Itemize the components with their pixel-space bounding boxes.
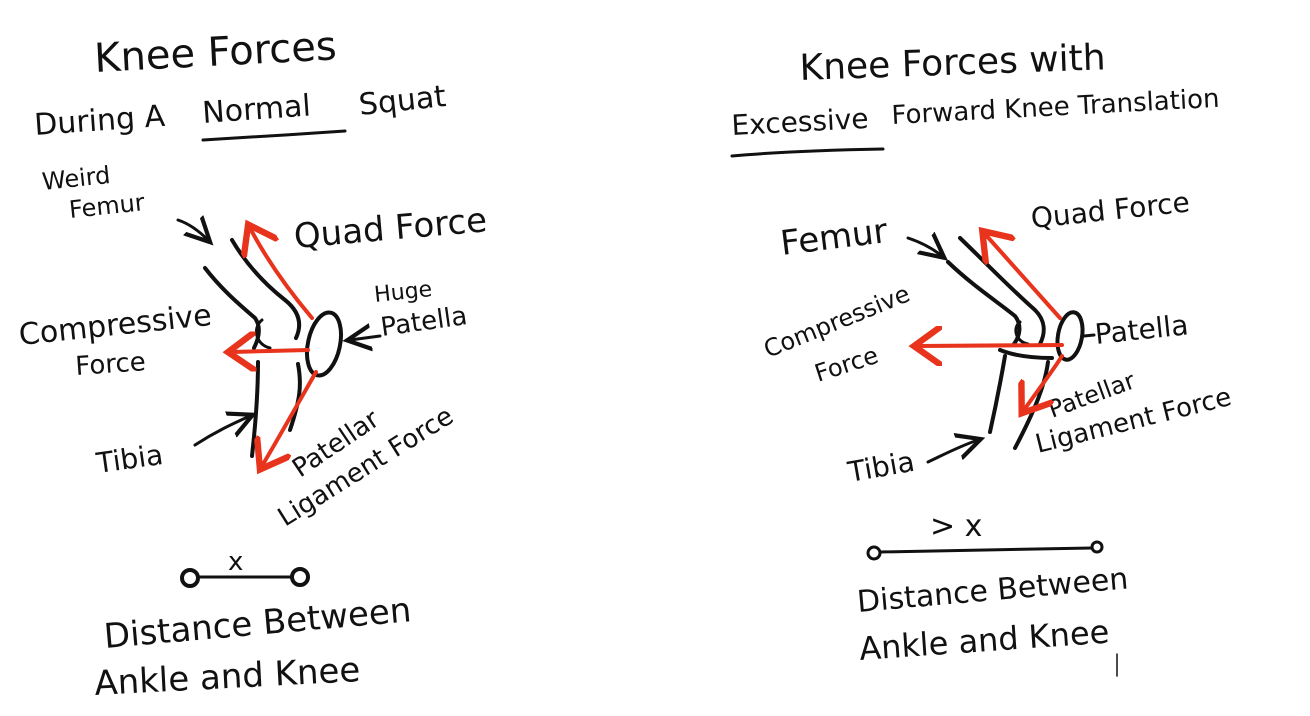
right-label-quad-force: Quad Force bbox=[1029, 185, 1191, 234]
left-label-tibia: Tibia bbox=[93, 438, 165, 480]
right-label-compressive-line1: Compressive bbox=[760, 280, 914, 364]
left-compressive-force-arrow bbox=[232, 350, 310, 352]
right-panel: Knee Forces with Excessive Forward Knee … bbox=[730, 37, 1234, 677]
right-patella-pointer bbox=[1082, 333, 1096, 338]
left-title-line2-underlined: Normal bbox=[201, 88, 312, 130]
left-tibia-bone bbox=[250, 360, 260, 458]
right-patellar-ligament-force-arrow bbox=[1024, 354, 1064, 410]
left-femur-condyle bbox=[254, 318, 272, 350]
left-tibia-bone-front bbox=[288, 362, 302, 432]
right-distance-marker: > x bbox=[930, 509, 982, 544]
right-compressive-force-arrow bbox=[918, 345, 1064, 346]
left-femur-bone-back bbox=[203, 266, 261, 350]
left-title-line2-suffix: Squat bbox=[357, 79, 448, 123]
right-distance-caption-line2: Ankle and Knee bbox=[858, 613, 1111, 668]
left-distance-caption-line1: Distance Between bbox=[102, 590, 413, 657]
right-title-line2-underlined: Excessive bbox=[731, 102, 870, 142]
right-tibia-plateau bbox=[998, 348, 1054, 360]
right-distance-caption-line1: Distance Between bbox=[856, 561, 1130, 620]
left-title-underline bbox=[201, 129, 347, 142]
right-label-patella: Patella bbox=[1093, 308, 1190, 351]
left-label-compressive-line2: Force bbox=[74, 347, 146, 382]
left-title-line2-prefix: During A bbox=[33, 99, 166, 143]
right-distance-indicator: > x bbox=[866, 509, 1104, 561]
left-quad-force-arrow bbox=[250, 228, 314, 320]
left-patella bbox=[304, 310, 344, 378]
left-patella-pointer bbox=[350, 336, 382, 340]
left-femur-pointer bbox=[176, 220, 208, 240]
right-quad-force-arrow bbox=[985, 234, 1062, 320]
left-label-femur-line1: Weird bbox=[41, 161, 112, 196]
left-label-femur-line2: Femur bbox=[68, 188, 146, 224]
right-distance-knee-point bbox=[1090, 540, 1104, 554]
left-label-patella-line1: Huge bbox=[373, 277, 433, 308]
left-distance-caption-line2: Ankle and Knee bbox=[93, 650, 361, 704]
right-label-compressive-line2: Force bbox=[811, 341, 881, 388]
right-tibia-pointer bbox=[926, 440, 978, 464]
right-femur-condyle bbox=[1014, 320, 1030, 346]
right-title-line2-suffix: Forward Knee Translation bbox=[891, 84, 1220, 131]
left-distance-marker: x bbox=[228, 547, 243, 577]
right-distance-line bbox=[878, 546, 1094, 554]
left-patellar-ligament-force-arrow bbox=[262, 370, 318, 466]
left-distance-ankle-point bbox=[180, 568, 200, 588]
left-panel: Knee Forces During A Normal Squat Weird … bbox=[17, 23, 488, 704]
right-title-line1: Knee Forces with bbox=[799, 37, 1106, 89]
right-label-tibia: Tibia bbox=[845, 445, 917, 489]
right-label-femur: Femur bbox=[778, 211, 889, 264]
left-label-patella-line2: Patella bbox=[379, 301, 469, 343]
left-label-compressive-line1: Compressive bbox=[17, 298, 213, 353]
right-tibia-bone bbox=[988, 354, 1007, 434]
right-title-underline bbox=[730, 147, 885, 158]
left-tibia-pointer bbox=[193, 416, 250, 447]
right-patella bbox=[1055, 310, 1085, 362]
left-distance-indicator: x bbox=[180, 547, 310, 588]
right-femur-bone-back bbox=[946, 260, 1022, 346]
right-femur-pointer bbox=[906, 238, 942, 256]
left-title-line1: Knee Forces bbox=[93, 23, 338, 82]
right-distance-ankle-point bbox=[866, 545, 882, 561]
left-distance-knee-point bbox=[290, 567, 310, 587]
left-label-quad-force: Quad Force bbox=[292, 200, 488, 257]
